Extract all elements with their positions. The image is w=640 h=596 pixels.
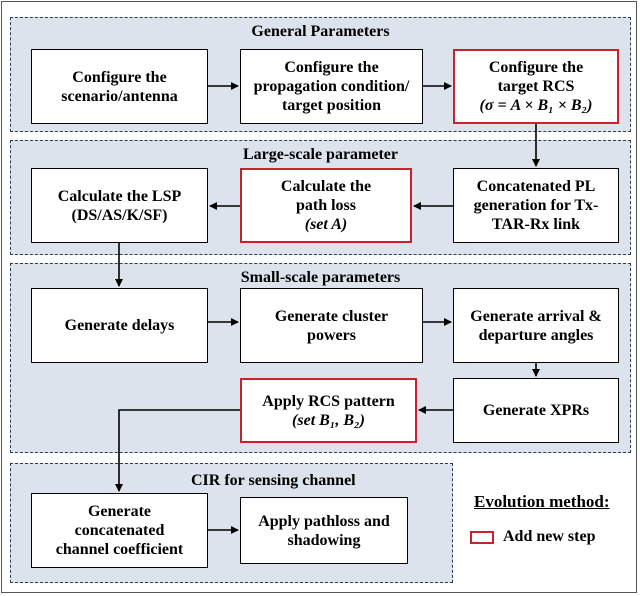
configure-rcs-text: Configure the target RCS xyxy=(488,59,584,95)
calculate-lsp-box: Calculate the LSP (DS/AS/K/SF) xyxy=(31,168,208,243)
section-title-small: Small-scale parameters xyxy=(240,269,401,286)
channel-coefficient-box: Generate concatenated channel coefficien… xyxy=(31,493,208,568)
legend-new-step-label: Add new step xyxy=(503,528,596,545)
generate-delays-text: Generate delays xyxy=(64,317,175,334)
channel-coefficient-text: Generate concatenated channel coefficien… xyxy=(55,503,184,558)
configure-rcs-box: Configure the target RCS (σ = A × B₁ × B… xyxy=(453,49,619,124)
generate-delays-box: Generate delays xyxy=(31,288,208,363)
configure-scenario-box: Configure the scenario/antenna xyxy=(31,49,208,124)
generate-xprs-box: Generate XPRs xyxy=(453,378,619,443)
concatenated-pl-text: Concatenated PL generation for Tx- TAR-R… xyxy=(473,178,599,233)
section-title-general: General Parameters xyxy=(251,23,390,40)
cluster-powers-box: Generate cluster powers xyxy=(240,288,423,363)
legend-title: Evolution method: xyxy=(474,492,610,511)
arrival-departure-box: Generate arrival & departure angles xyxy=(453,288,619,363)
path-loss-set: (set A) xyxy=(304,216,348,233)
path-loss-box: Calculate the path loss (set A) xyxy=(240,168,412,243)
configure-propagation-box: Configure the propagation condition/ tar… xyxy=(240,49,423,124)
configure-propagation-text: Configure the propagation condition/ tar… xyxy=(253,59,410,114)
calculate-lsp-text: Calculate the LSP (DS/AS/K/SF) xyxy=(57,187,182,224)
rcs-pattern-text: Apply RCS pattern xyxy=(262,392,395,410)
pathloss-shadowing-box: Apply pathloss and shadowing xyxy=(240,497,408,564)
rcs-pattern-set: (set B₁, B₂) xyxy=(292,411,365,429)
rcs-formula: (σ = A × B₁ × B₂) xyxy=(479,97,593,114)
legend-red-swatch xyxy=(470,531,494,544)
section-title-cir: CIR for sensing channel xyxy=(191,472,356,489)
path-loss-text: Calculate the path loss xyxy=(280,178,372,214)
section-title-large: Large-scale parameter xyxy=(242,146,399,163)
rcs-pattern-box: Apply RCS pattern (set B₁, B₂) xyxy=(240,378,417,443)
pathloss-shadowing-text: Apply pathloss and shadowing xyxy=(258,512,390,549)
generate-xprs-text: Generate XPRs xyxy=(482,402,590,419)
cluster-powers-text: Generate cluster powers xyxy=(274,307,389,344)
concatenated-pl-box: Concatenated PL generation for Tx- TAR-R… xyxy=(453,168,619,243)
configure-scenario-text: Configure the scenario/antenna xyxy=(61,68,178,105)
arrival-departure-text: Generate arrival & departure angles xyxy=(470,307,602,344)
